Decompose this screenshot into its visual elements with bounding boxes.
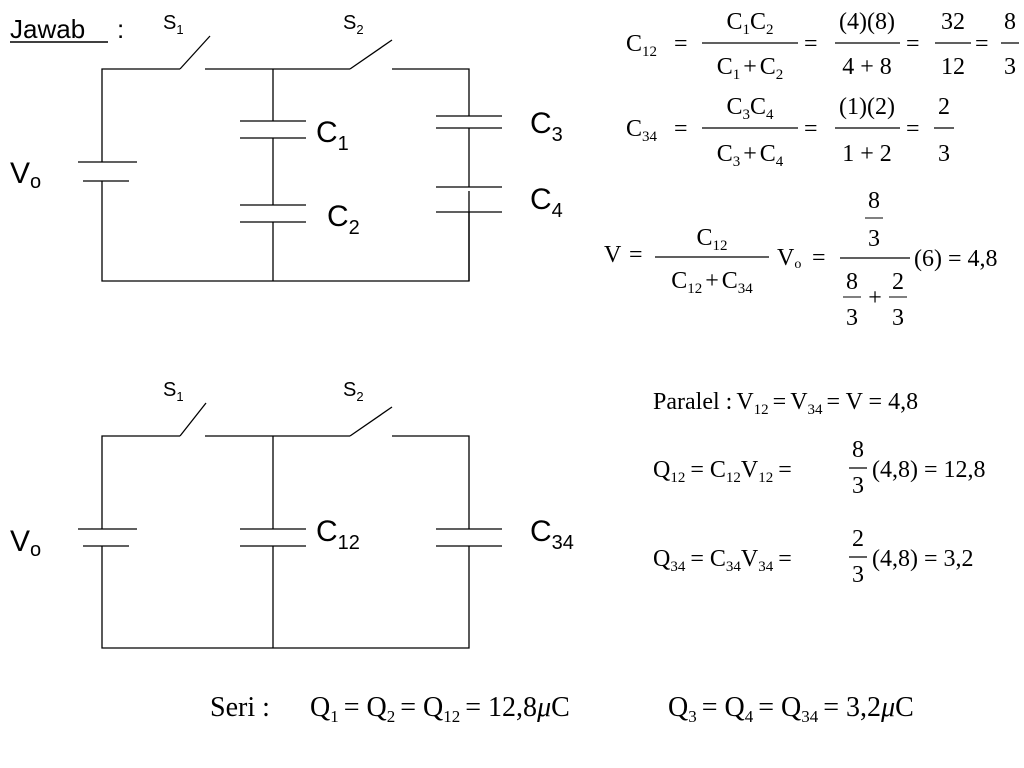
eq-v-lhs: V xyxy=(604,242,622,268)
eq-v-big-num-top: 8 xyxy=(868,188,880,214)
eq-c12-equals-1: = xyxy=(674,31,688,57)
switch-s1 xyxy=(179,35,211,70)
eq-q34-lhs: Q34= C34V34= xyxy=(653,546,792,575)
cap-c1-label: C1 xyxy=(316,116,349,155)
switch2-s1-label: S1 xyxy=(163,379,184,404)
switch2-s2 xyxy=(349,406,393,437)
eq-q34-tail: (4,8) = 3,2 xyxy=(872,546,974,572)
equation-c34: C34 = C3C4 C3+C4 = (1)(2) 1 + 2 = 2 3 xyxy=(626,94,954,170)
eq-c12-frac1-num: C1C2 xyxy=(726,9,773,38)
wire-right-top xyxy=(392,68,470,116)
wire2-bottom xyxy=(101,546,470,649)
eq-seri-part2: Q3= Q4= Q34= 3,2μC xyxy=(668,692,914,726)
eq-c12-equals-3: = xyxy=(906,31,920,57)
eq-c12-frac1-den: C1+C2 xyxy=(717,54,784,83)
eq-v-big-num-bottom: 3 xyxy=(868,226,880,252)
eq-v-equals-2: = xyxy=(812,245,826,271)
wire-bottom xyxy=(101,181,470,282)
eq-q12-tail: (4,8) = 12,8 xyxy=(872,457,986,483)
equation-q34: Q34= C34V34= 2 3 (4,8) = 3,2 xyxy=(653,526,974,588)
eq-c34-lhs: C34 xyxy=(626,116,658,145)
switch2-s2-label: S2 xyxy=(343,379,364,404)
eq-c12-frac2-den: 4 + 8 xyxy=(842,54,892,80)
eq-c12-lhs: C12 xyxy=(626,31,657,60)
circuit-2 xyxy=(78,402,502,649)
eq-seri-label: Seri : xyxy=(210,692,270,723)
cap-c2-label: C2 xyxy=(327,200,360,239)
eq-q34-frac-den: 3 xyxy=(852,562,864,588)
equation-q12: Q12= C12V12= 8 3 (4,8) = 12,8 xyxy=(653,437,986,499)
eq-c12-frac2-num: (4)(8) xyxy=(839,9,895,35)
eq-c34-equals-2: = xyxy=(804,116,818,142)
eq-q12-frac-num: 8 xyxy=(852,437,864,463)
wire2-left-top xyxy=(101,435,180,529)
equation-c12: C12 = C1C2 C1+C2 = (4)(8) 4 + 8 = 32 12 … xyxy=(626,9,1019,83)
eq-v-big-den-a-bottom: 3 xyxy=(846,305,858,331)
eq-v-big-den-a-top: 8 xyxy=(846,269,858,295)
circuit-1-labels: S1 S2 Vo C1 C2 C3 C4 xyxy=(10,12,563,239)
eq-c34-frac2-den: 1 + 2 xyxy=(842,141,892,167)
eq-c34-frac1-num: C3C4 xyxy=(726,94,774,123)
source-vo-label: Vo xyxy=(10,157,41,193)
eq-c34-equals-1: = xyxy=(674,116,688,142)
wire-left-top xyxy=(101,68,180,162)
eq-c34-frac2-num: (1)(2) xyxy=(839,94,895,120)
eq-v-frac-den: C12+C34 xyxy=(671,268,753,297)
eq-c34-frac1-den: C3+C4 xyxy=(717,141,784,170)
equation-v: V = C12 C12+C34 Vo = 8 3 8 3 + 2 3 (6) =… xyxy=(604,188,998,331)
source2-vo-label: Vo xyxy=(10,525,41,561)
eq-v-big-den-plus: + xyxy=(868,285,882,311)
eq-seri-part1: Q1= Q2= Q12= 12,8μC xyxy=(310,692,570,726)
switch-s1-label: S1 xyxy=(163,12,184,37)
eq-v-big-den-b-bottom: 3 xyxy=(892,305,904,331)
heading-label: Jawab xyxy=(10,14,85,44)
equation-seri: Seri : Q1= Q2= Q12= 12,8μC Q3= Q4= Q34= … xyxy=(210,692,914,726)
eq-c12-frac3-num: 32 xyxy=(941,9,965,35)
eq-v-equals-1: = xyxy=(629,242,643,268)
eq-c12-frac3-den: 12 xyxy=(941,54,965,80)
eq-v-factor: Vo xyxy=(777,245,801,272)
eq-q12-lhs: Q12= C12V12= xyxy=(653,457,792,486)
eq-c12-frac4-den: 3 xyxy=(1004,54,1016,80)
eq-c34-frac3-den: 3 xyxy=(938,141,950,167)
eq-q34-frac-num: 2 xyxy=(852,526,864,552)
eq-c34-frac3-num: 2 xyxy=(938,94,950,120)
equation-paralel: Paralel :V12=V34= V = 4,8 xyxy=(653,389,918,418)
eq-paralel: Paralel :V12=V34= V = 4,8 xyxy=(653,389,918,418)
eq-v-big-den-b-top: 2 xyxy=(892,269,904,295)
switch-s2 xyxy=(349,39,393,70)
eq-v-frac-num: C12 xyxy=(696,225,727,254)
cap-c12-label: C12 xyxy=(316,515,360,554)
eq-c12-frac4-num: 8 xyxy=(1004,9,1016,35)
eq-c34-equals-3: = xyxy=(906,116,920,142)
heading-colon: : xyxy=(117,14,124,44)
circuit-1 xyxy=(78,35,502,282)
circuit-2-labels: S1 S2 Vo C12 C34 xyxy=(10,379,574,561)
eq-c12-equals-4: = xyxy=(975,31,989,57)
wire2-right-top xyxy=(392,435,470,529)
eq-q12-frac-den: 3 xyxy=(852,473,864,499)
switch2-s1 xyxy=(179,402,207,437)
eq-c12-equals-2: = xyxy=(804,31,818,57)
cap-c34-label: C34 xyxy=(530,515,574,554)
eq-v-tail: (6) = 4,8 xyxy=(914,246,998,272)
cap-c3-label: C3 xyxy=(530,107,563,146)
heading: Jawab : xyxy=(10,14,124,44)
cap-c4-label: C4 xyxy=(530,183,563,222)
switch-s2-label: S2 xyxy=(343,12,364,37)
